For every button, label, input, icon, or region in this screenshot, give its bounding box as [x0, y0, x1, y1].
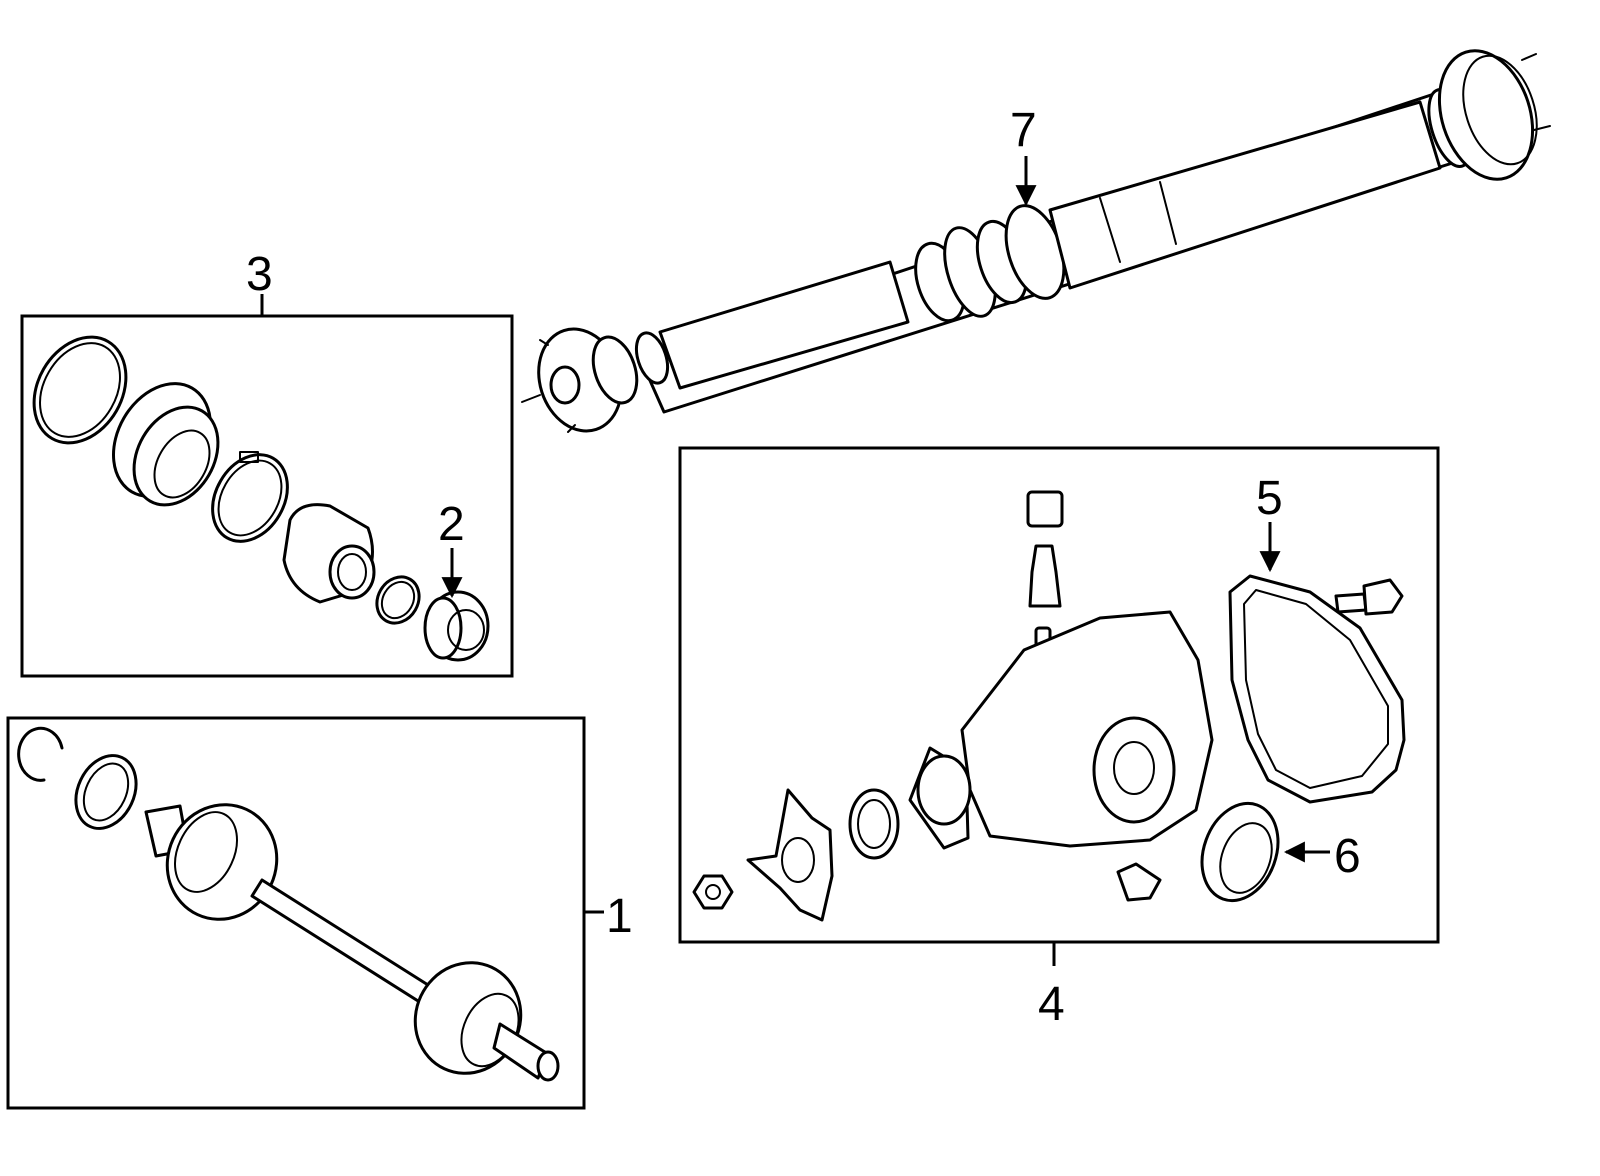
differential-parts[interactable] — [692, 490, 1406, 922]
callout-5[interactable]: 5 — [1256, 472, 1283, 525]
callout-1[interactable]: 1 — [606, 890, 633, 943]
callout-7[interactable]: 7 — [1010, 104, 1037, 157]
boot-kit-box — [20, 314, 514, 678]
callout-2[interactable]: 2 — [438, 498, 465, 551]
callout-4[interactable]: 4 — [1038, 978, 1065, 1031]
callout-6[interactable]: 6 — [1334, 830, 1361, 883]
axle-shaft-parts[interactable] — [17, 726, 560, 1090]
drive-shaft[interactable] — [521, 39, 1551, 442]
differential-box — [678, 446, 1440, 944]
callout-3[interactable]: 3 — [246, 248, 273, 301]
boot-kit-parts[interactable] — [16, 321, 490, 662]
